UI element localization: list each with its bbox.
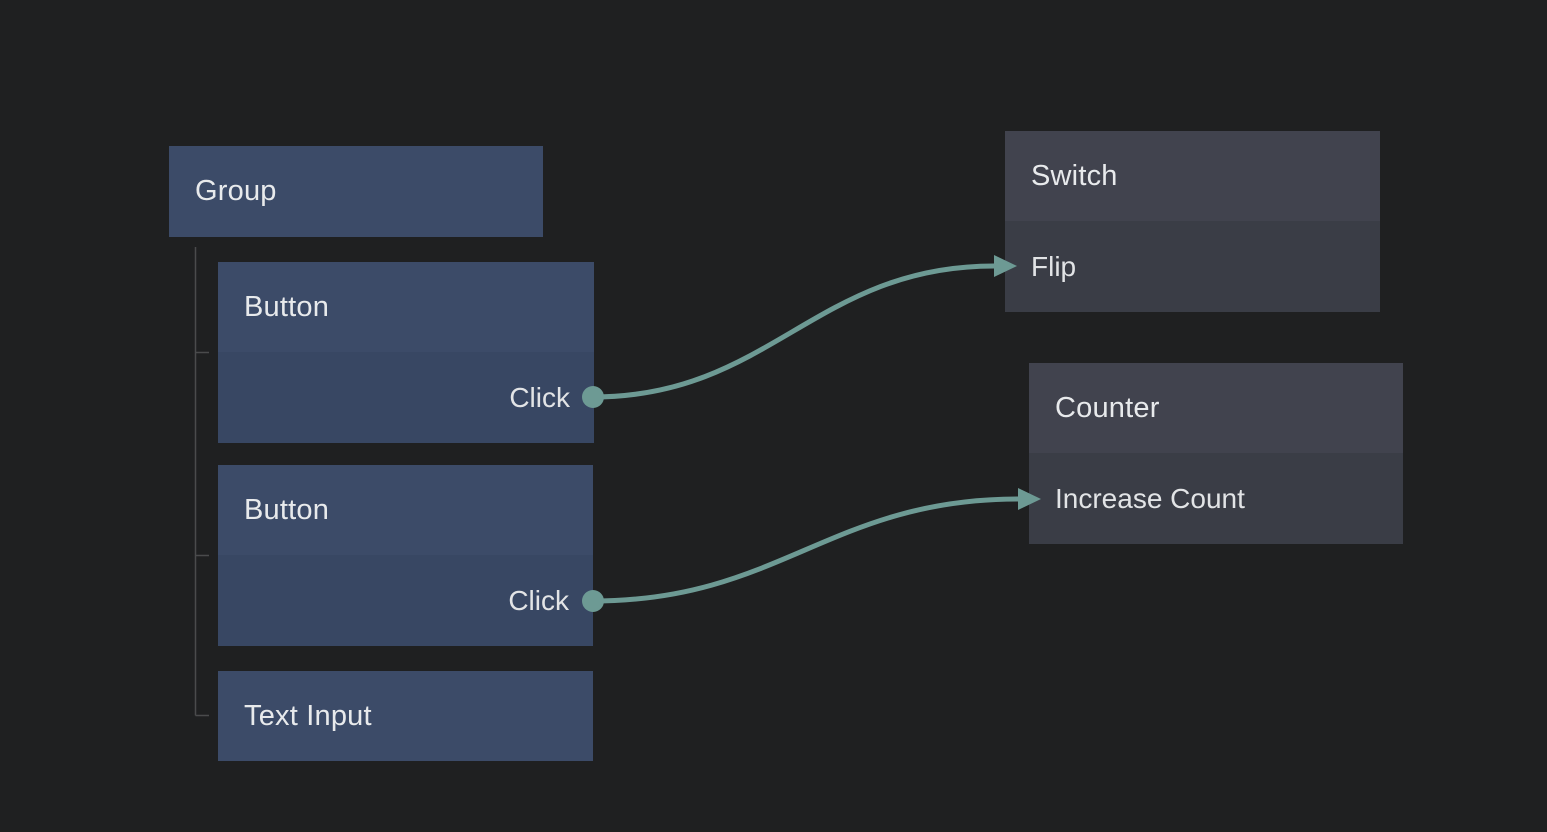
- node-button-2[interactable]: Button Click: [218, 465, 593, 646]
- port-label-click: Click: [508, 584, 569, 616]
- node-title: Group: [195, 175, 277, 207]
- node-button-2-port-row: Click: [218, 555, 593, 646]
- node-counter[interactable]: Counter Increase Count: [1029, 363, 1403, 544]
- node-title: Counter: [1055, 391, 1160, 424]
- port-label-click: Click: [509, 381, 570, 413]
- node-group-header[interactable]: Group: [169, 146, 543, 237]
- node-title: Button: [244, 290, 330, 323]
- port-label-flip: Flip: [1031, 250, 1077, 282]
- node-button-1-port-row: Click: [218, 352, 594, 443]
- node-title: Switch: [1031, 159, 1118, 192]
- node-button-1-header[interactable]: Button: [218, 262, 594, 352]
- port-label-increase-count: Increase Count: [1055, 482, 1245, 514]
- node-button-2-header[interactable]: Button: [218, 465, 593, 555]
- node-switch-port-row: Flip: [1005, 221, 1380, 312]
- node-button-1[interactable]: Button Click: [218, 262, 594, 443]
- node-text-input[interactable]: Text Input: [218, 671, 593, 761]
- node-switch[interactable]: Switch Flip: [1005, 131, 1380, 312]
- connection-button2-click-to-counter-increase-count[interactable]: [582, 488, 1041, 612]
- wire-path[interactable]: [592, 263, 995, 400]
- node-counter-header[interactable]: Counter: [1029, 363, 1403, 453]
- node-switch-header[interactable]: Switch: [1005, 131, 1380, 221]
- group-children-tree-line: [194, 247, 209, 717]
- connection-button1-click-to-switch-flip[interactable]: [582, 255, 1017, 408]
- node-group[interactable]: Group: [169, 146, 543, 237]
- wire-path[interactable]: [592, 496, 1019, 604]
- node-title: Text Input: [244, 699, 372, 732]
- node-title: Button: [244, 493, 330, 526]
- node-counter-port-row: Increase Count: [1029, 453, 1403, 544]
- node-text-input-header[interactable]: Text Input: [218, 671, 593, 761]
